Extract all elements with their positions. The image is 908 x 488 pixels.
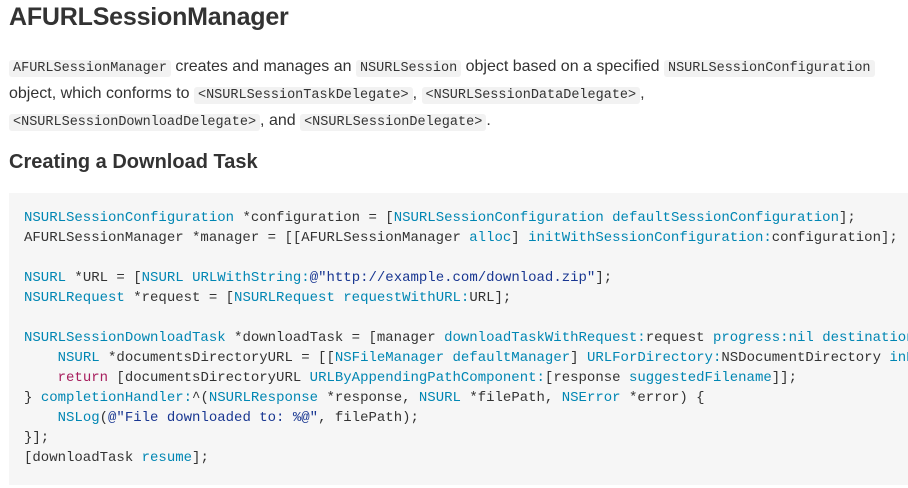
- code-token: NSURL: [418, 390, 461, 406]
- code-token: request: [645, 330, 713, 346]
- code-token: configuration];: [771, 230, 898, 246]
- code-token: progress:: [712, 330, 789, 346]
- code-token: [documentsDirectoryURL: [108, 370, 310, 386]
- code-line: }];: [24, 430, 49, 446]
- code-token: [24, 410, 58, 426]
- code-line: return [documentsDirectoryURL URLByAppen…: [24, 370, 797, 386]
- code-token: defaultManager: [452, 350, 571, 366]
- code-token: , filePath);: [318, 410, 419, 426]
- code-token: [184, 270, 192, 286]
- inline-code-task-delegate: <NSURLSessionTaskDelegate>: [193, 87, 413, 104]
- inline-code-configuration: NSURLSessionConfiguration: [663, 60, 875, 77]
- code-token: }: [24, 390, 41, 406]
- code-token: defaultSessionConfiguration: [612, 210, 839, 226]
- code-line: NSURL *URL = [NSURL URLWithString:@"http…: [24, 270, 612, 286]
- code-token: initWithSessionConfiguration:: [528, 230, 772, 246]
- code-token: NSURLSessionDownloadTask: [24, 330, 226, 346]
- code-line: NSURLRequest *request = [NSURLRequest re…: [24, 290, 511, 306]
- code-token: NSURLRequest: [24, 290, 125, 306]
- code-token: NSURLSessionConfiguration: [24, 210, 235, 226]
- section-heading: Creating a Download Task: [9, 151, 258, 173]
- inline-code-data-delegate: <NSURLSessionDataDelegate>: [421, 87, 641, 104]
- code-token: ];: [838, 210, 856, 226]
- page-title: AFURLSessionManager: [9, 3, 289, 31]
- code-token: downloadTaskWithRequest:: [444, 330, 646, 346]
- code-line: NSURLSessionDownloadTask *downloadTask =…: [24, 330, 908, 346]
- code-token: *downloadTask = [manager: [225, 330, 445, 346]
- code-block[interactable]: NSURLSessionConfiguration *configuration…: [9, 193, 908, 485]
- code-token: [downloadTask: [24, 450, 142, 466]
- code-token: URLByAppendingPathComponent:: [309, 370, 545, 386]
- code-token: NSURLResponse: [208, 390, 319, 406]
- code-token: *documentsDirectoryURL = [[: [99, 350, 335, 366]
- code-token: *error) {: [620, 390, 705, 406]
- code-token: *response,: [318, 390, 419, 406]
- inline-code-session: NSURLSession: [355, 60, 462, 77]
- code-token: *filePath,: [460, 390, 562, 406]
- code-token: [24, 370, 58, 386]
- code-token: (: [99, 410, 109, 426]
- code-token: URLWithString:: [192, 270, 310, 286]
- code-token: NSURLRequest: [234, 290, 335, 306]
- code-content: NSURLSessionConfiguration *configuration…: [9, 193, 908, 468]
- code-token: *URL = [: [66, 270, 142, 286]
- code-token: [24, 350, 58, 366]
- code-token: [814, 330, 822, 346]
- intro-separator: ,: [412, 85, 422, 102]
- code-line: NSLog(@"File downloaded to: %@", filePat…: [24, 410, 419, 426]
- code-token: NSDocumentDirectory: [721, 350, 890, 366]
- code-token: return: [57, 370, 109, 386]
- inline-code-session-delegate: <NSURLSessionDelegate>: [300, 114, 487, 131]
- code-line: NSURL *documentsDirectoryURL = [[NSFileM…: [24, 350, 908, 366]
- code-token: requestWithURL:: [343, 290, 470, 306]
- code-token: resume: [141, 450, 193, 466]
- code-token: AFURLSessionManager *manager = [[AFURLSe…: [24, 230, 470, 246]
- code-token: NSURL: [24, 270, 67, 286]
- code-token: NSURLSessionConfiguration: [393, 210, 604, 226]
- code-line: AFURLSessionManager *manager = [[AFURLSe…: [24, 230, 898, 246]
- intro-paragraph: AFURLSessionManager creates and manages …: [9, 54, 904, 135]
- intro-text: object, which conforms to: [9, 85, 194, 102]
- code-token: }];: [24, 430, 50, 446]
- code-token: NSURL: [141, 270, 184, 286]
- code-token: ]: [511, 230, 529, 246]
- code-token: destination:: [822, 330, 908, 346]
- code-line: NSURLSessionConfiguration *configuration…: [24, 210, 856, 226]
- code-token: NSFileManager: [334, 350, 445, 366]
- code-token: nil: [788, 330, 814, 346]
- intro-separator: ,: [640, 85, 645, 102]
- code-token: ];: [595, 270, 613, 286]
- intro-text: .: [486, 112, 491, 129]
- code-token: URLForDirectory:: [586, 350, 722, 366]
- code-token: NSLog: [57, 410, 100, 426]
- intro-text: creates and manages an: [170, 58, 356, 75]
- code-token: *configuration = [: [234, 210, 394, 226]
- code-token: [444, 350, 452, 366]
- code-token: @"http://example.com/download.zip": [309, 270, 596, 286]
- code-line: [downloadTask resume];: [24, 450, 209, 466]
- code-token: NSURL: [57, 350, 100, 366]
- code-token: [604, 210, 612, 226]
- code-token: inDomain:: [889, 350, 908, 366]
- intro-text: object based on a specified: [461, 58, 664, 75]
- code-token: [response: [544, 370, 629, 386]
- code-token: ^(: [192, 390, 209, 406]
- code-token: completionHandler:: [40, 390, 193, 406]
- code-token: @"File downloaded to: %@": [108, 410, 319, 426]
- intro-text: , and: [260, 112, 301, 129]
- code-token: URL];: [469, 290, 512, 306]
- code-token: ];: [192, 450, 209, 466]
- code-token: alloc: [469, 230, 512, 246]
- code-line: } completionHandler:^(NSURLResponse *res…: [24, 390, 705, 406]
- inline-code-download-delegate: <NSURLSessionDownloadDelegate>: [9, 114, 261, 131]
- code-token: ]: [570, 350, 587, 366]
- code-token: NSError: [561, 390, 621, 406]
- inline-code-manager: AFURLSessionManager: [9, 60, 171, 77]
- code-token: suggestedFilename: [628, 370, 772, 386]
- code-token: *request = [: [124, 290, 235, 306]
- code-token: ]];: [771, 370, 797, 386]
